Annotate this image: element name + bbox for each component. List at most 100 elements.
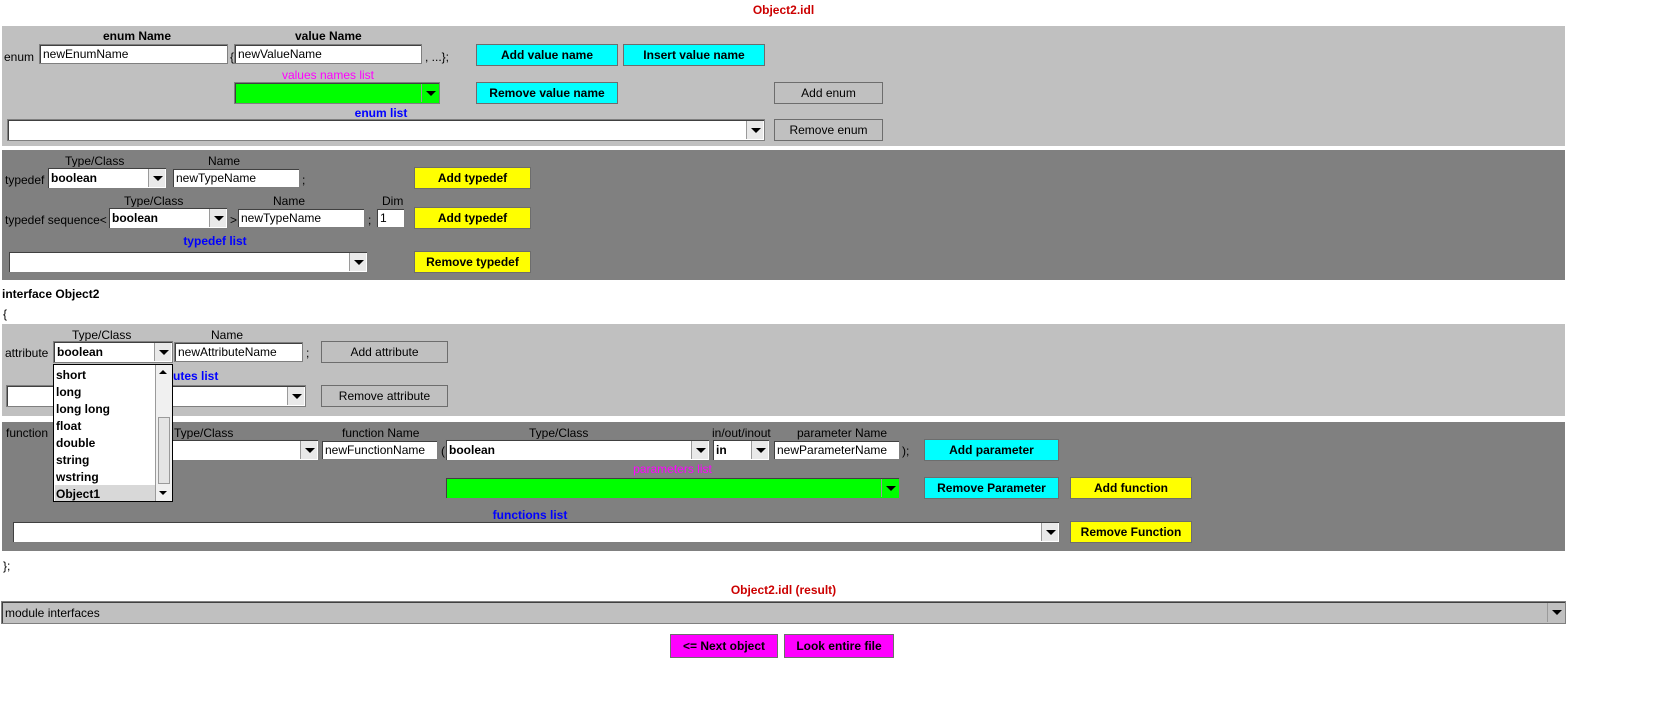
chevron-down-icon[interactable]: [300, 441, 317, 459]
attribute-panel: Type/Class Name attribute boolean ; Add …: [2, 324, 1565, 416]
scrollbar-thumb[interactable]: [158, 417, 170, 484]
attribute-keyword: attribute: [5, 346, 49, 360]
chevron-down-icon[interactable]: [746, 121, 763, 139]
seq-name-header: Name: [273, 194, 306, 208]
seq-dim-field[interactable]: [376, 208, 405, 228]
dropdown-option[interactable]: Object1: [56, 487, 101, 501]
insert-value-name-button[interactable]: Insert value name: [623, 44, 765, 66]
add-attribute-button[interactable]: Add attribute: [321, 341, 448, 363]
chevron-down-icon[interactable]: [159, 491, 167, 495]
typedef-name-header: Name: [208, 154, 241, 168]
value-name-header: value Name: [295, 29, 362, 43]
enum-name-header: enum Name: [103, 29, 172, 43]
add-enum-button[interactable]: Add enum: [774, 82, 883, 104]
functions-list-combo[interactable]: [12, 521, 1060, 543]
param-type-value: boolean: [449, 443, 496, 457]
remove-value-name-button[interactable]: Remove value name: [476, 82, 618, 104]
add-function-button[interactable]: Add function: [1070, 477, 1192, 499]
typedef-keyword: typedef: [5, 173, 45, 187]
param-type-combo[interactable]: boolean: [445, 439, 710, 461]
chevron-down-icon[interactable]: [349, 253, 366, 271]
typedef-panel: Type/Class Name typedef boolean ; Add ty…: [2, 150, 1565, 280]
typedef-name-field[interactable]: [172, 168, 300, 188]
function-name-field[interactable]: [321, 440, 438, 460]
typedef-semicolon: ;: [302, 173, 306, 187]
chevron-down-icon[interactable]: [881, 479, 898, 497]
typedef-type-combo[interactable]: boolean: [47, 167, 167, 189]
dropdown-option[interactable]: float: [56, 419, 82, 433]
attribute-semicolon: ;: [306, 346, 310, 360]
dropdown-option[interactable]: long long: [56, 402, 110, 416]
remove-enum-button[interactable]: Remove enum: [774, 119, 883, 141]
attribute-name-field[interactable]: [174, 342, 303, 362]
seq-type-header: Type/Class: [124, 194, 184, 208]
values-names-list-label: values names list: [281, 68, 375, 82]
dropdown-option[interactable]: string: [56, 453, 90, 467]
function-keyword: function: [6, 426, 49, 440]
typedef-list-combo[interactable]: [8, 251, 368, 273]
enum-name-field[interactable]: [39, 44, 228, 64]
seq-type-combo[interactable]: boolean: [108, 207, 228, 229]
attribute-type-header: Type/Class: [72, 328, 132, 342]
chevron-down-icon[interactable]: [1041, 523, 1058, 541]
parameters-list-label: parameters list: [633, 462, 712, 476]
dropdown-option[interactable]: long: [56, 385, 82, 399]
typedef-type-header: Type/Class: [65, 154, 125, 168]
dropdown-option[interactable]: double: [56, 436, 96, 450]
inout-header: in/out/inout: [712, 426, 771, 440]
function-name-header: function Name: [342, 426, 420, 440]
enum-open-brace: {: [230, 50, 235, 64]
enum-list-label: enum list: [354, 106, 408, 120]
dropdown-option[interactable]: wstring: [56, 470, 99, 484]
dropdown-option[interactable]: short: [56, 368, 86, 382]
seq-type-value: boolean: [112, 211, 159, 225]
add-value-name-button[interactable]: Add value name: [476, 44, 618, 66]
chevron-down-icon[interactable]: [691, 441, 708, 459]
values-names-combo[interactable]: [234, 82, 440, 104]
chevron-down-icon[interactable]: [154, 343, 171, 361]
remove-parameter-button[interactable]: Remove Parameter: [924, 477, 1059, 499]
chevron-up-icon[interactable]: [159, 370, 167, 374]
attribute-type-dropdown-list[interactable]: short long long long float double string…: [53, 364, 173, 502]
result-title: Object2.idl (result): [730, 583, 837, 597]
seq-semicolon: ;: [368, 213, 372, 227]
function-open-paren: (: [441, 444, 445, 458]
enum-panel: enum Name value Name enum { , ...}; Add …: [2, 26, 1565, 146]
enum-close-text: , ...};: [425, 50, 450, 64]
chevron-down-icon[interactable]: [148, 169, 165, 187]
typedef-sequence-keyword: typedef sequence<: [5, 213, 107, 227]
enum-keyword: enum: [4, 50, 35, 64]
function-type-header: Type/Class: [174, 426, 234, 440]
remove-typedef-button[interactable]: Remove typedef: [414, 251, 531, 273]
chevron-down-icon[interactable]: [751, 441, 768, 459]
seq-close: >: [230, 213, 238, 227]
attributes-list-label: utes list: [173, 369, 219, 383]
seq-dim-header: Dim: [382, 194, 404, 208]
add-parameter-button[interactable]: Add parameter: [924, 439, 1059, 461]
function-close-paren: );: [902, 444, 910, 458]
module-interfaces-combo[interactable]: module interfaces: [1, 601, 1566, 624]
dropdown-scrollbar[interactable]: [155, 365, 172, 501]
module-interfaces-value: module interfaces: [5, 606, 100, 620]
add-typedef-button[interactable]: Add typedef: [414, 167, 531, 189]
interface-close-brace: };: [3, 559, 11, 573]
remove-function-button[interactable]: Remove Function: [1070, 521, 1192, 543]
add-seq-typedef-button[interactable]: Add typedef: [414, 207, 531, 229]
chevron-down-icon[interactable]: [209, 209, 226, 227]
seq-name-field[interactable]: [237, 208, 365, 228]
remove-attribute-button[interactable]: Remove attribute: [321, 385, 448, 407]
next-object-button[interactable]: <= Next object: [670, 634, 778, 658]
function-panel: function Type/Class function Name Type/C…: [2, 422, 1565, 551]
param-name-field[interactable]: [773, 440, 900, 460]
chevron-down-icon[interactable]: [1547, 603, 1564, 622]
parameters-list-combo[interactable]: [445, 477, 900, 499]
functions-list-label: functions list: [492, 508, 568, 522]
look-entire-file-button[interactable]: Look entire file: [784, 634, 894, 658]
attribute-type-value: boolean: [57, 345, 104, 359]
chevron-down-icon[interactable]: [421, 84, 438, 102]
direction-combo[interactable]: in: [712, 439, 770, 461]
attribute-type-combo[interactable]: boolean: [53, 341, 173, 363]
enum-list-combo[interactable]: [7, 119, 765, 141]
value-name-field[interactable]: [234, 44, 422, 64]
chevron-down-icon[interactable]: [287, 387, 304, 405]
